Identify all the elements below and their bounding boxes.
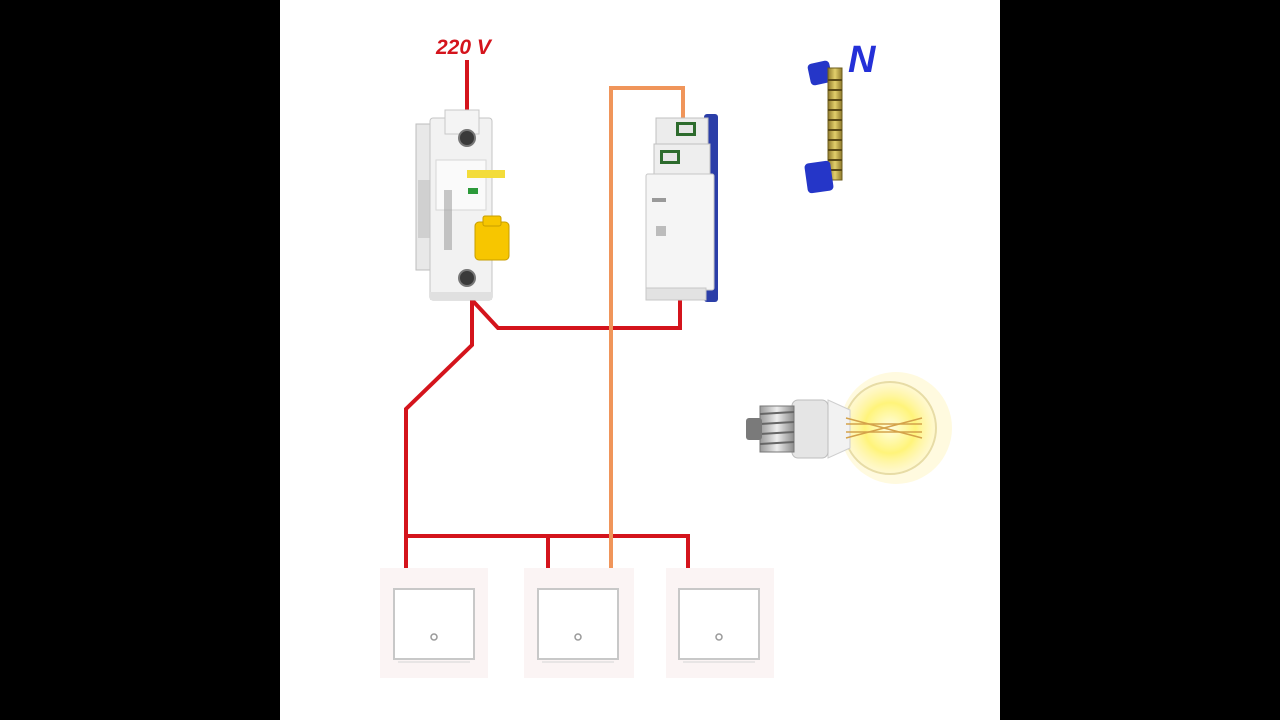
- bulb-screw-base: [746, 405, 795, 453]
- neutral-busbar: [804, 60, 843, 194]
- breaker-to-switches-wire: [404, 300, 474, 568]
- switch-bus-wire: [406, 534, 690, 568]
- wiring-diagram: 220 V N: [280, 0, 1000, 720]
- control-wire: [609, 86, 685, 568]
- push-button-2: [524, 568, 634, 678]
- light-bulb: [746, 372, 952, 484]
- push-button-3: [666, 568, 774, 678]
- bulb-filament: [845, 417, 923, 439]
- breaker-bottom-terminal: [458, 269, 476, 287]
- breaker-top-terminal: [458, 129, 476, 147]
- breaker-to-relay-wire: [470, 296, 682, 330]
- neutral-label: N: [848, 39, 877, 81]
- impulse-relay: [645, 114, 718, 302]
- breaker-toggle: [474, 221, 510, 261]
- diagram-svg: 220 V N: [380, 36, 952, 678]
- circuit-breaker: [415, 109, 510, 301]
- push-button-1: [380, 568, 488, 678]
- voltage-label: 220 V: [435, 36, 493, 59]
